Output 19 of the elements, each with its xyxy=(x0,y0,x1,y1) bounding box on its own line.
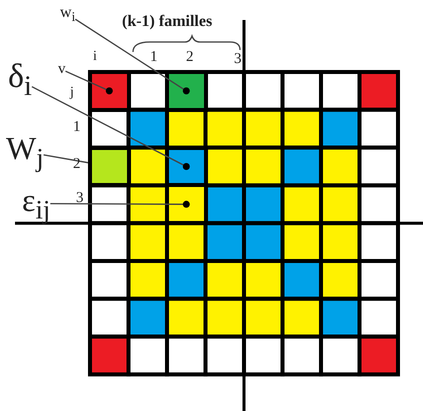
leader-line xyxy=(65,70,113,94)
index-label: i xyxy=(93,50,97,64)
index-label: 3 xyxy=(234,52,242,67)
brace-label: (k-1) familles xyxy=(122,14,212,30)
leader-line xyxy=(43,154,88,164)
index-label: 3 xyxy=(76,191,84,206)
math-symbol: ε$_{ij}$ xyxy=(22,184,50,224)
leader-line xyxy=(74,18,190,94)
math-symbol: v xyxy=(58,62,66,77)
index-label: 1 xyxy=(150,50,158,65)
math-symbol: w$_{i}$ xyxy=(60,5,76,24)
index-label: 2 xyxy=(73,157,80,172)
leader-line xyxy=(32,86,190,170)
index-label: 1 xyxy=(73,120,80,135)
math-symbol: W$_{j}$ xyxy=(6,132,44,172)
math-symbol: δ$_{i}$ xyxy=(8,60,32,102)
leader-line xyxy=(50,200,190,208)
index-label: j xyxy=(70,86,74,100)
index-label: 2 xyxy=(186,50,194,65)
